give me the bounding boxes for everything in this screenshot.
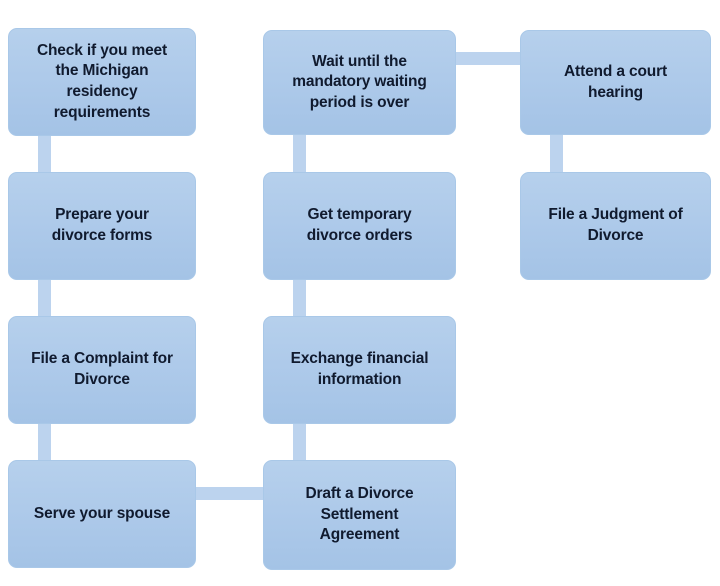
- node-attend-a-court-hearing[interactable]: Attend a court hearing: [520, 30, 711, 135]
- connector-check-residency-to-prepare-forms: [38, 130, 51, 178]
- node-label: File a Judgment of Divorce: [548, 206, 683, 244]
- node-label: Get temporary divorce orders: [306, 206, 413, 244]
- node-get-temporary-divorce-orders[interactable]: Get temporary divorce orders: [263, 172, 456, 280]
- node-serve-your-spouse[interactable]: Serve your spouse: [8, 460, 196, 568]
- node-label: Prepare your divorce forms: [51, 206, 153, 244]
- node-label: Attend a court hearing: [564, 62, 667, 101]
- connector-draft-agreement-to-exchange-financial: [293, 418, 306, 466]
- connector-prepare-forms-to-file-complaint: [38, 274, 51, 322]
- node-label: Draft a Divorce Settlement Agreement: [305, 485, 414, 544]
- node-prepare-divorce-forms[interactable]: Prepare your divorce forms: [8, 172, 196, 280]
- node-label: Exchange financial information: [290, 350, 429, 388]
- node-draft-divorce-settlement-agreement[interactable]: Draft a Divorce Settlement Agreement: [263, 460, 456, 570]
- connector-exchange-financial-to-temporary-orders: [293, 274, 306, 322]
- connector-court-hearing-to-file-judgment: [550, 130, 563, 178]
- node-file-complaint-for-divorce[interactable]: File a Complaint for Divorce: [8, 316, 196, 424]
- node-label: Wait until the mandatory waiting period …: [292, 52, 427, 111]
- node-label: Check if you meet the Michigan residency…: [36, 41, 168, 121]
- connector-serve-spouse-to-draft-agreement: [190, 487, 270, 500]
- node-check-residency-requirements[interactable]: Check if you meet the Michigan residency…: [8, 28, 196, 136]
- connector-waiting-period-to-court-hearing: [450, 52, 526, 65]
- connector-temporary-orders-to-waiting-period: [293, 130, 306, 178]
- node-wait-mandatory-waiting-period[interactable]: Wait until the mandatory waiting period …: [263, 30, 456, 135]
- node-file-judgment-of-divorce[interactable]: File a Judgment of Divorce: [520, 172, 711, 280]
- node-label: Serve your spouse: [33, 504, 171, 522]
- node-exchange-financial-information[interactable]: Exchange financial information: [263, 316, 456, 424]
- connector-file-complaint-to-serve-spouse: [38, 418, 51, 466]
- node-label: File a Complaint for Divorce: [31, 350, 173, 388]
